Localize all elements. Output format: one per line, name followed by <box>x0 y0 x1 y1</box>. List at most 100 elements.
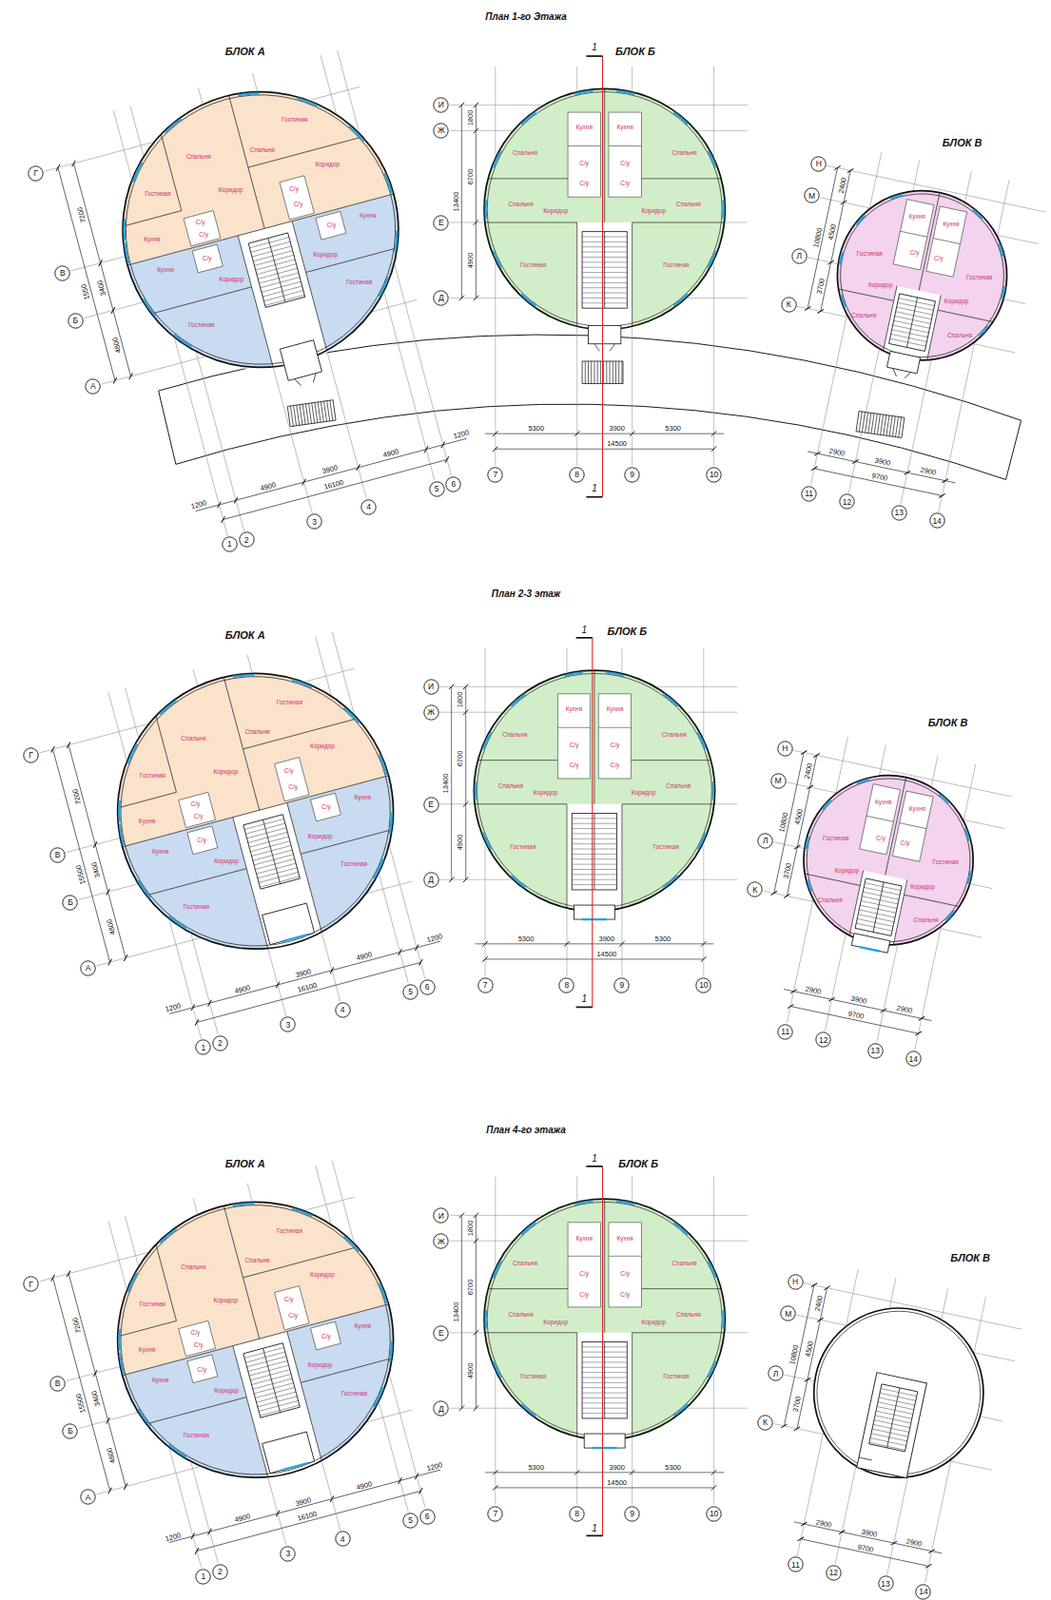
axis-label: Н <box>781 744 788 754</box>
outdoor-stair-step <box>330 400 333 421</box>
window <box>128 162 146 182</box>
dimension-tick <box>92 1370 99 1378</box>
axis-bubble-circle <box>195 1569 211 1584</box>
dimension: 10800 <box>778 812 790 834</box>
dimension-line <box>485 433 724 435</box>
dimension-tick <box>206 1529 214 1537</box>
outdoor-stair-step <box>299 405 303 426</box>
axis-label: 6 <box>450 480 456 489</box>
room-name: С/у <box>198 231 209 238</box>
window <box>592 1447 618 1450</box>
block-plan <box>760 141 1051 522</box>
stair-tread <box>862 892 899 900</box>
window <box>168 1441 186 1461</box>
dimension-tick <box>194 1019 201 1027</box>
axis-bubble-circle <box>23 748 39 763</box>
stair-tread <box>582 1382 627 1384</box>
axis-bubble-circle <box>68 312 83 328</box>
stair-line <box>263 819 281 884</box>
outdoor-stair-step <box>603 361 604 385</box>
dimension-tick <box>92 841 99 849</box>
dimension-line <box>465 686 467 880</box>
outdoor-stair-step <box>858 411 862 432</box>
dimension-tick <box>817 1317 823 1324</box>
dimension: 5300 <box>664 425 682 433</box>
outdoor-stair-step <box>874 413 877 434</box>
stair-tread <box>582 1408 627 1410</box>
stair-tread <box>571 854 617 856</box>
dimension-line <box>495 448 715 450</box>
wall-line <box>140 287 252 317</box>
stair-tread <box>253 251 292 262</box>
axis-label: К <box>786 300 792 310</box>
dimension-tick <box>473 1213 479 1219</box>
dimension-tick <box>574 1470 580 1476</box>
stair-tread <box>257 868 297 879</box>
section-mark <box>576 1007 593 1010</box>
room-name: Гостиная <box>341 1390 368 1398</box>
outdoor-stair-step <box>323 401 327 422</box>
dimension: 10800 <box>788 1344 800 1366</box>
dimension: 4900 <box>259 481 277 493</box>
stair-tread <box>261 281 301 292</box>
dimension-tick <box>847 167 854 174</box>
wall-line <box>933 238 960 245</box>
dimension-tick <box>840 199 847 206</box>
axis-bubble: К <box>746 881 763 898</box>
axis-bubble-circle <box>446 477 461 492</box>
wall-line <box>567 145 601 147</box>
dimension-tick <box>811 466 818 472</box>
axis-label: 1 <box>200 1573 206 1582</box>
wall-line <box>473 759 558 761</box>
dimension-tick <box>439 442 447 449</box>
wall-line <box>473 803 567 805</box>
axis-bubble-circle <box>433 97 448 113</box>
stair-tread <box>876 1406 914 1415</box>
dimension-tick <box>891 1540 897 1547</box>
window <box>673 112 688 125</box>
stair-tread <box>890 338 927 347</box>
stair-tread <box>582 1372 627 1374</box>
axis-bubble: 12 <box>825 1565 842 1582</box>
axis-label: В <box>59 269 66 278</box>
block-title: БЛОК В <box>942 137 983 149</box>
stair-tread <box>893 325 930 333</box>
stair-tread <box>571 828 617 830</box>
axis-bubble-circle <box>487 467 503 483</box>
room-name: Спальня <box>671 1261 697 1268</box>
room-fill <box>122 1346 270 1510</box>
dimension: 15500 <box>75 864 88 886</box>
dimension-tick <box>473 102 479 108</box>
dimension-tick <box>787 1003 794 1010</box>
dimension: 15500 <box>75 1393 88 1415</box>
room-name: С/у <box>579 1291 589 1299</box>
block-plan <box>449 1167 748 1538</box>
room-name: Гостиная <box>662 1373 689 1381</box>
dimension-tick <box>938 492 945 499</box>
wall-line <box>631 222 633 331</box>
axis-bubble: 3 <box>279 1016 296 1033</box>
room-name: Кухня <box>138 1347 156 1355</box>
block-title: БЛОК В <box>950 1252 991 1264</box>
window <box>996 243 1006 256</box>
stair-tread <box>582 246 627 248</box>
section-number: 1 <box>581 994 587 1005</box>
room-name: С/у <box>293 201 304 209</box>
dimension: 3900 <box>321 465 339 477</box>
room-name: Спальня <box>676 1312 701 1320</box>
dimension: 4900 <box>233 1513 252 1525</box>
stair-tread <box>891 333 928 342</box>
dimension-tick <box>814 450 820 457</box>
stair-tread <box>894 320 931 329</box>
stair-tread <box>571 879 617 881</box>
section-line <box>602 56 604 498</box>
dimension: 6700 <box>457 751 466 768</box>
room-name: Спальня <box>250 146 275 154</box>
room-name: Кухня <box>576 124 593 132</box>
room-name: Гостиная <box>856 251 882 258</box>
axis-bubble: А <box>79 1489 97 1506</box>
dimension-tick <box>448 684 454 690</box>
dimension-tick <box>473 295 479 301</box>
wet-core <box>892 791 934 862</box>
dimension-line <box>169 941 441 1014</box>
